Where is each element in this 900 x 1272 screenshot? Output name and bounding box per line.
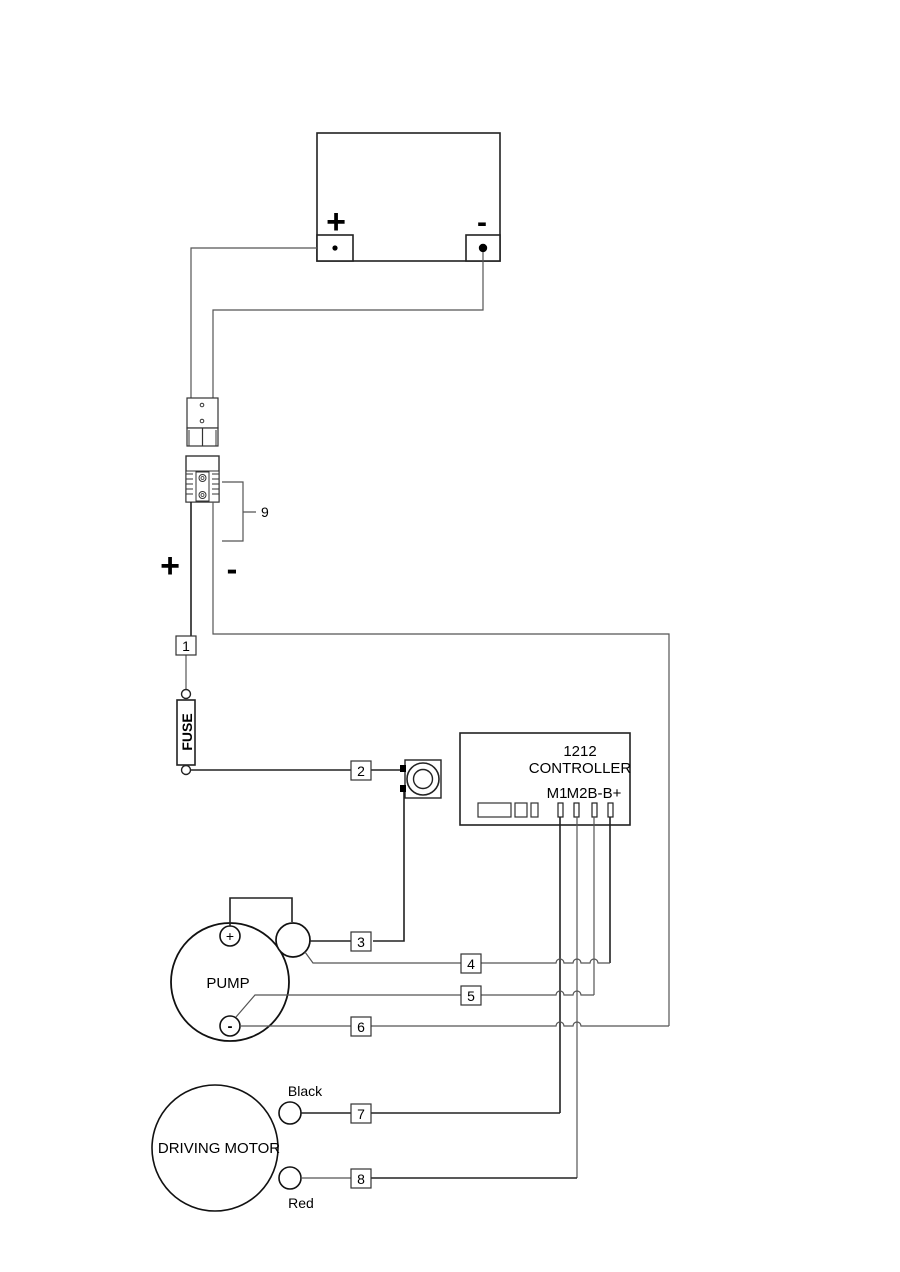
terminal-label-b-minus: B- (588, 785, 603, 802)
terminal-m2 (573, 802, 580, 818)
battery-plus-sign: + (326, 203, 346, 241)
controller-model: 1212 (563, 743, 596, 760)
wire-tag-3: 3 (350, 931, 372, 952)
wire-tag-7: 7 (350, 1103, 372, 1124)
svg-text:8: 8 (357, 1171, 365, 1187)
pump: PUMP + - (170, 922, 290, 1042)
wire-tag-4: 4 (460, 953, 482, 974)
svg-text:5: 5 (467, 988, 475, 1004)
terminal-label-b-plus: B+ (603, 785, 622, 802)
svg-text:2: 2 (357, 763, 365, 779)
fuse: FUSE (176, 688, 196, 776)
battery: + - (316, 132, 501, 262)
battery-minus-sign: - (477, 206, 487, 239)
svg-text:4: 4 (467, 956, 475, 972)
fuse-label: FUSE (179, 713, 195, 750)
svg-text:6: 6 (357, 1019, 365, 1035)
svg-text:3: 3 (357, 934, 365, 950)
wire-tag-8: 8 (350, 1168, 372, 1189)
wire-tag-5: 5 (460, 985, 482, 1006)
motor-label: DRIVING MOTOR (158, 1140, 280, 1157)
controller-connector-small (530, 802, 539, 818)
pump-label: PUMP (206, 975, 249, 992)
pump-contactor-link (229, 897, 293, 926)
negative-terminal-dot (478, 243, 488, 253)
fuse-bottom-terminal (180, 764, 192, 776)
driving-motor: DRIVING MOTOR Black Red (151, 1083, 323, 1212)
terminal-m1 (557, 802, 564, 818)
wire-6 (240, 1021, 669, 1027)
wire-tag-6: 6 (350, 1016, 372, 1037)
motor-red-terminal (278, 1166, 302, 1190)
svg-text:7: 7 (357, 1106, 365, 1122)
terminal-b-plus (607, 802, 614, 818)
motor-black-terminal (278, 1101, 302, 1125)
fuse-top-terminal (180, 688, 192, 700)
connector-label: 9 (261, 504, 269, 520)
positive-terminal-dot (332, 245, 338, 251)
battery-connector-receptacle (185, 455, 220, 503)
wire-tag-2: 2 (350, 760, 372, 781)
battery-positive-lead (190, 247, 317, 398)
controller-connector-large (477, 802, 512, 818)
controller: 1212 CONTROLLER M1 M2 B- B+ (459, 732, 632, 826)
pump-contactor (275, 922, 311, 958)
pump-plus-sign: + (226, 928, 234, 944)
key-switch (400, 759, 442, 799)
connector-bracket (222, 481, 256, 542)
motor-body (151, 1084, 279, 1212)
wire-5 (235, 990, 594, 1018)
controller-name: CONTROLLER (529, 760, 632, 777)
terminal-b-minus (591, 802, 598, 818)
pump-minus-sign: - (228, 1018, 233, 1035)
negative-main-cable (212, 502, 670, 1026)
svg-text:1: 1 (182, 638, 190, 654)
terminal-label-m2: M2 (567, 785, 588, 802)
positive-cable-sign: + (160, 547, 180, 585)
controller-connector-medium (514, 802, 528, 818)
terminal-label-m1: M1 (547, 785, 568, 802)
battery-negative-lead (212, 252, 484, 398)
battery-connector-plug (186, 397, 219, 447)
negative-cable-sign: - (227, 551, 238, 587)
wire-4 (304, 951, 610, 964)
wire-tag-1: 1 (175, 635, 197, 656)
red-terminal-label: Red (288, 1195, 314, 1211)
wire-3-from-switch (373, 792, 405, 942)
black-terminal-label: Black (288, 1083, 323, 1099)
